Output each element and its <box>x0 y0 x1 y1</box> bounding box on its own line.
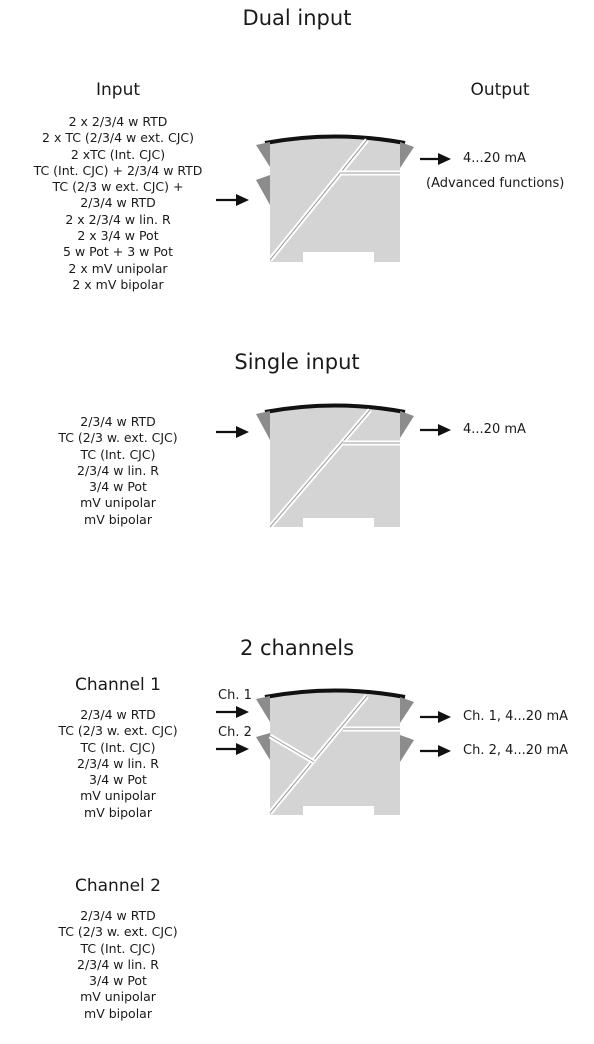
list-item: 2/3/4 w lin. R <box>77 755 159 771</box>
ch1-label: Ch. 1 <box>218 688 252 703</box>
single-input-diagram <box>216 403 451 529</box>
list-item: TC (Int. CJC) <box>80 446 156 462</box>
list-item: 2/3/4 w lin. R <box>77 462 159 478</box>
output-terminal <box>400 411 414 438</box>
list-item: 2/3/4 w lin. R <box>77 956 159 972</box>
list-item: TC (2/3 w ext. CJC) + <box>52 179 184 195</box>
list-item: 2 xTC (Int. CJC) <box>70 146 166 162</box>
ch2-input-arrow <box>216 743 249 755</box>
dual-input-diagram <box>216 134 451 262</box>
list-item: 2/3/4 w RTD <box>80 707 156 722</box>
list-item: TC (2/3 w. ext. CJC) <box>58 430 178 446</box>
dual-input-arrow <box>216 194 249 206</box>
channel1-input-list: 2/3/4 w RTD TC (2/3 w. ext. CJC) TC (Int… <box>0 707 236 821</box>
list-item: 2 x 2/3/4 w lin. R <box>65 211 171 227</box>
list-item: TC (Int. CJC) <box>80 940 156 956</box>
input-terminal-2 <box>256 175 270 205</box>
two-channels-diagram <box>216 688 451 815</box>
dual-output-note: (Advanced functions) <box>426 176 565 191</box>
ch1-input-arrow <box>216 706 249 718</box>
list-item: 3/4 w Pot <box>89 973 147 989</box>
single-module <box>256 403 414 529</box>
dual-input-header: Input <box>95 80 141 100</box>
list-item: 3/4 w Pot <box>89 772 147 788</box>
list-item: mV bipolar <box>84 511 152 527</box>
list-item: TC (2/3 w. ext. CJC) <box>58 924 178 940</box>
dual-input-title: Dual input <box>242 6 352 30</box>
list-item: mV unipolar <box>80 989 156 1005</box>
list-item: mV unipolar <box>80 788 156 804</box>
list-item: TC (Int. CJC) + 2/3/4 w RTD <box>33 162 203 178</box>
single-input-list: 2/3/4 w RTD TC (2/3 w. ext. CJC) TC (Int… <box>0 414 236 528</box>
list-item: 2 x 3/4 w Pot <box>77 228 159 244</box>
two-channel-module <box>256 688 414 815</box>
list-item: 2/3/4 w RTD <box>80 414 156 429</box>
input-terminal <box>256 411 270 440</box>
two-channels-title: 2 channels <box>239 636 355 660</box>
dual-input-list: 2 x 2/3/4 w RTD 2 x TC (2/3/4 w ext. CJC… <box>0 114 236 293</box>
channel1-header: Channel 1 <box>74 675 161 695</box>
ch1-output-arrow <box>420 711 451 723</box>
ch2-output-terminal <box>400 735 414 762</box>
list-item: mV bipolar <box>84 1005 152 1021</box>
list-item: 2 x TC (2/3/4 w ext. CJC) <box>42 130 194 146</box>
list-item: TC (2/3 w. ext. CJC) <box>58 723 178 739</box>
list-item: mV unipolar <box>80 495 156 511</box>
ch2-input-terminal <box>256 733 270 760</box>
ch1-input-terminal <box>256 696 270 722</box>
list-item: mV bipolar <box>84 804 152 820</box>
ch1-output-signal: Ch. 1, 4...20 mA <box>463 709 569 724</box>
list-item: 2 x mV unipolar <box>68 260 168 276</box>
single-output-signal: 4...20 mA <box>463 422 526 437</box>
list-item: 2 x mV bipolar <box>72 276 164 292</box>
list-item: 5 w Pot + 3 w Pot <box>63 244 173 260</box>
single-output-arrow <box>420 424 451 436</box>
ch2-output-arrow <box>420 745 451 757</box>
list-item: 2/3/4 w RTD <box>80 195 156 211</box>
list-item: TC (Int. CJC) <box>80 739 156 755</box>
ch1-output-terminal <box>400 697 414 723</box>
channel2-header: Channel 2 <box>74 876 161 896</box>
list-item: 2 x 2/3/4 w RTD <box>68 114 168 129</box>
input-terminal-1 <box>256 142 270 167</box>
single-input-title: Single input <box>234 350 360 374</box>
output-terminal <box>400 142 414 168</box>
ch2-label: Ch. 2 <box>218 725 252 740</box>
dual-output-signal: 4...20 mA <box>463 151 526 166</box>
list-item: 2/3/4 w RTD <box>80 908 156 923</box>
channel2-input-list: 2/3/4 w RTD TC (2/3 w. ext. CJC) TC (Int… <box>0 908 236 1022</box>
dual-output-header: Output <box>470 80 530 100</box>
single-input-arrow <box>216 426 249 438</box>
dual-output-arrow <box>420 153 451 165</box>
list-item: 3/4 w Pot <box>89 479 147 495</box>
dual-module <box>256 134 414 262</box>
ch2-output-signal: Ch. 2, 4...20 mA <box>463 743 569 758</box>
